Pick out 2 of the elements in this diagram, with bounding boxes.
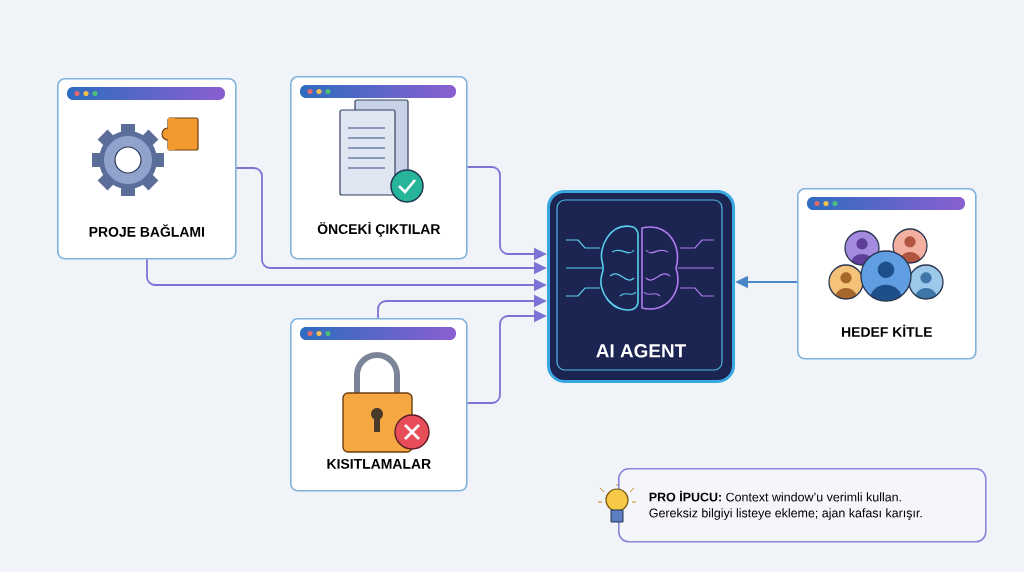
tip-box: PRO İPUCU: Context window’u verimli kullan. Gereksiz bilgiyi listeye ekleme; ajan kafası karışır. [618,468,987,543]
agent-box: AI AGENT [547,190,735,383]
